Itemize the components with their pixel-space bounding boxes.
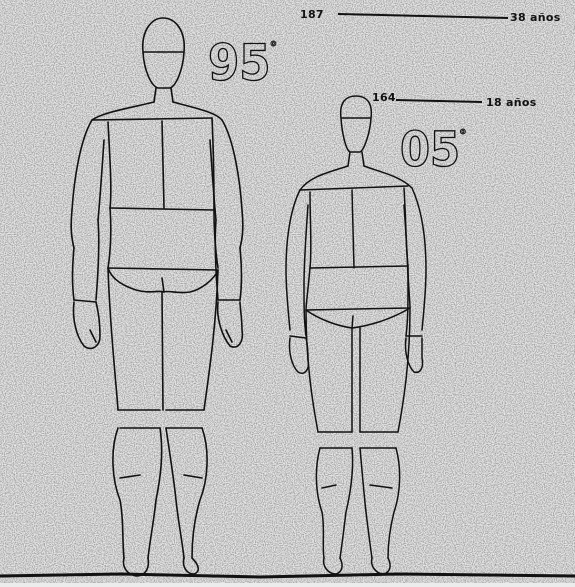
height-label-05: 164 <box>372 91 396 104</box>
percentile-suffix-05: o <box>460 127 466 137</box>
percentile-label-05: 05o <box>400 126 466 174</box>
percentile-value-95: 95 <box>208 34 271 92</box>
age-label-05: 18 años <box>486 96 537 109</box>
percentile-suffix-95: o <box>271 39 277 49</box>
height-label-95: 187 <box>300 8 324 21</box>
age-label-95: 38 años <box>510 11 561 24</box>
percentile-label-95: 95o <box>208 38 276 88</box>
percentile-value-05: 05 <box>400 122 460 178</box>
